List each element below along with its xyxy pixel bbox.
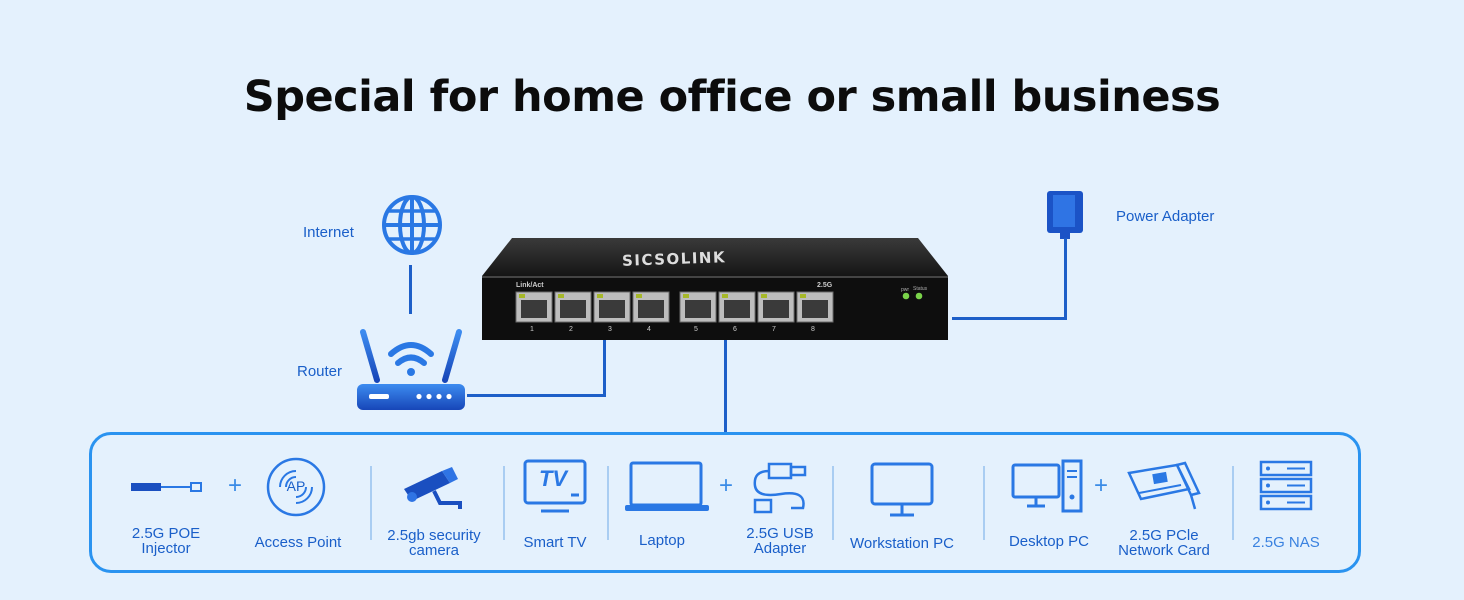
switch-brand-logo: SICSOLINK [621, 248, 727, 270]
port-number-label: 3 [608, 326, 612, 333]
port-led [636, 294, 642, 298]
page-title: Special for home office or small busines… [243, 72, 1221, 122]
port-led [558, 294, 564, 298]
ap-badge: AP [286, 478, 306, 494]
port-socket [521, 300, 547, 318]
speed-label: 2.5G [817, 282, 833, 289]
plus-sign: + [1094, 472, 1109, 499]
nas-icon [1259, 460, 1313, 511]
power-wire-h [952, 317, 1067, 320]
router-icon [357, 329, 465, 410]
desktop-pc-icon [1011, 459, 1083, 513]
port-led [683, 294, 689, 298]
laptop-icon [625, 461, 709, 511]
port-socket [802, 300, 828, 318]
separator [983, 466, 985, 540]
port-socket [599, 300, 625, 318]
laptop-label: Laptop [639, 532, 685, 549]
port-number-label: 7 [772, 326, 776, 333]
port-led [597, 294, 603, 298]
separator [503, 466, 505, 540]
power-adapter-icon [1047, 191, 1083, 239]
workstation-monitor-icon [870, 462, 934, 517]
port-led [519, 294, 525, 298]
power-adapter-label: Power Adapter [1116, 208, 1215, 225]
port-socket [724, 300, 750, 318]
security-camera-icon [404, 467, 462, 509]
separator [607, 466, 609, 540]
smart-tv-label: Smart TV [523, 534, 587, 551]
nas-label: 2.5G NAS [1252, 534, 1320, 551]
port-socket [560, 300, 586, 318]
usb-adapter-icon [753, 462, 807, 514]
link-act-label: Link/Act [516, 282, 544, 289]
workstation-label: Workstation PC [850, 535, 954, 552]
poe-injector-icon [131, 482, 202, 492]
router-switch-wire-v [603, 340, 606, 397]
network-switch [482, 238, 948, 340]
plus-sign: + [228, 472, 243, 499]
separator [1232, 466, 1234, 540]
access-point-icon [266, 457, 326, 517]
port-number-label: 4 [647, 326, 651, 333]
internet-router-wire [409, 265, 412, 314]
port-number-label: 5 [694, 326, 698, 333]
port-socket [685, 300, 711, 318]
separator [370, 466, 372, 540]
port-socket [763, 300, 789, 318]
switch-devices-wire [724, 340, 727, 433]
router-switch-wire-h [467, 394, 606, 397]
status-label: Status [913, 286, 928, 292]
port-number-label: 6 [733, 326, 737, 333]
port-led [800, 294, 806, 298]
pwr-label: pwr [901, 287, 910, 293]
internet-label: Internet [303, 224, 354, 241]
access-point-label: Access Point [254, 534, 342, 551]
router-label: Router [297, 363, 343, 380]
devices-panel [89, 432, 1361, 573]
port-number-label: 1 [530, 326, 534, 333]
port-number-label: 2 [569, 326, 573, 333]
port-socket [638, 300, 664, 318]
plus-sign: + [719, 472, 734, 499]
pcie-card-icon [1127, 461, 1201, 510]
globe-icon [382, 195, 442, 255]
desktop-pc-label: Desktop PC [1008, 533, 1090, 550]
port-led [722, 294, 728, 298]
separator [832, 466, 834, 540]
port-number-label: 8 [811, 326, 815, 333]
smart-tv-icon [523, 459, 587, 513]
port-led [761, 294, 767, 298]
tv-badge: TV [538, 466, 568, 491]
power-wire-v [1064, 238, 1067, 320]
